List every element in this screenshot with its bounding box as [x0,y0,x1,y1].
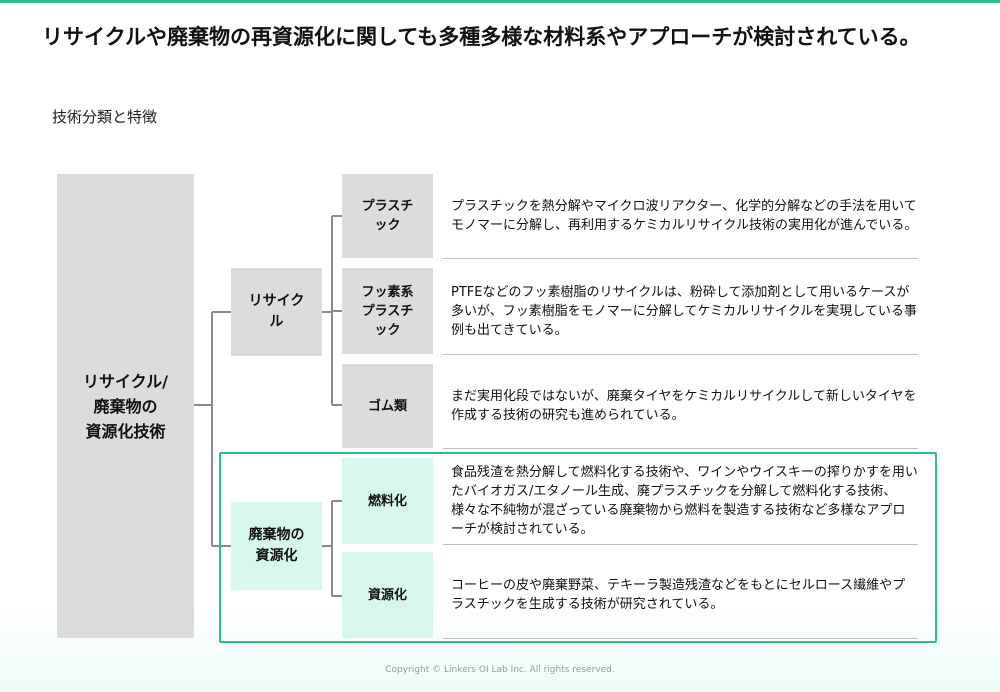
root-label-line-1: リサイクル/ [82,371,169,391]
root-category-box: リサイクル/ 廃棄物の 資源化技術 [57,174,194,638]
resource-description-text: コーヒーの皮や廃棄野菜、テキーラ製造残渣などをもとにセルロース繊維やプラスチック… [451,578,906,612]
resource-label: 資源化 [367,587,407,603]
rubber-description-text: まだ実用化段ではないが、廃棄タイヤをケミカルリサイクルして新しいタイヤを作成する… [451,389,917,423]
waste-highlight-frame [219,452,937,643]
top-accent-bar [0,0,1000,3]
copyright-footer: Copyright © Linkers OI Lab Inc. All righ… [385,665,615,675]
recycle-category-box: リサイク ル [231,268,322,356]
root-label-line-3: 資源化技術 [85,421,166,441]
rubber-label: ゴム類 [367,398,407,414]
resource-box: 資源化 [342,552,433,638]
fuel-description-text: 食品残渣を熱分解して燃料化する技術や、ワインやウイスキーの搾りかすを用いたバイオ… [451,465,918,537]
rubber-box: ゴム類 [342,364,433,448]
waste-label-line-2: 資源化 [255,548,298,564]
rubber-description: まだ実用化段ではないが、廃棄タイヤをケミカルリサイクルして新しいタイヤを作成する… [443,364,918,449]
plastic-description-text: プラスチックを熱分解やマイクロ波リアクター、化学的分解などの手法を用いてモノマー… [451,199,918,233]
waste-category-box: 廃棄物の 資源化 [231,502,322,590]
fuel-box: 燃料化 [342,458,433,544]
fuel-description: 食品残渣を熱分解して燃料化する技術や、ワインやウイスキーの搾りかすを用いたバイオ… [443,458,918,545]
plastic-description: プラスチックを熱分解やマイクロ波リアクター、化学的分解などの手法を用いてモノマー… [443,174,918,259]
fluoro-label-line-1: フッ素系 [361,284,414,300]
plastic-label-line-1: プラスチ [361,199,414,214]
plastic-label-line-2: ック [374,218,401,233]
page-title: リサイクルや廃棄物の再資源化に関しても多種多様な材料系やアプローチが検討されてい… [42,25,921,49]
waste-label-line-1: 廃棄物の [248,527,305,543]
recycle-label-line-1: リサイク [248,293,305,309]
fluoro-description-text: PTFEなどのフッ素樹脂のリサイクルは、粉砕して添加剤として用いるケースが多いが… [451,284,917,338]
fluoro-label-line-2: プラスチ [361,303,414,319]
resource-description: コーヒーの皮や廃棄野菜、テキーラ製造残渣などをもとにセルロース繊維やプラスチック… [443,552,918,639]
root-label-line-2: 廃棄物の [93,396,158,416]
plastic-box: プラスチ ック [342,174,433,258]
fluoro-plastic-box: フッ素系 プラスチ ック [342,268,433,354]
recycle-label-line-2: ル [269,314,284,330]
fuel-label: 燃料化 [367,493,407,509]
fluoro-description: PTFEなどのフッ素樹脂のリサイクルは、粉砕して添加剤として用いるケースが多いが… [443,268,918,355]
section-subtitle: 技術分類と特徴 [52,108,158,126]
fluoro-label-line-3: ック [374,322,401,338]
